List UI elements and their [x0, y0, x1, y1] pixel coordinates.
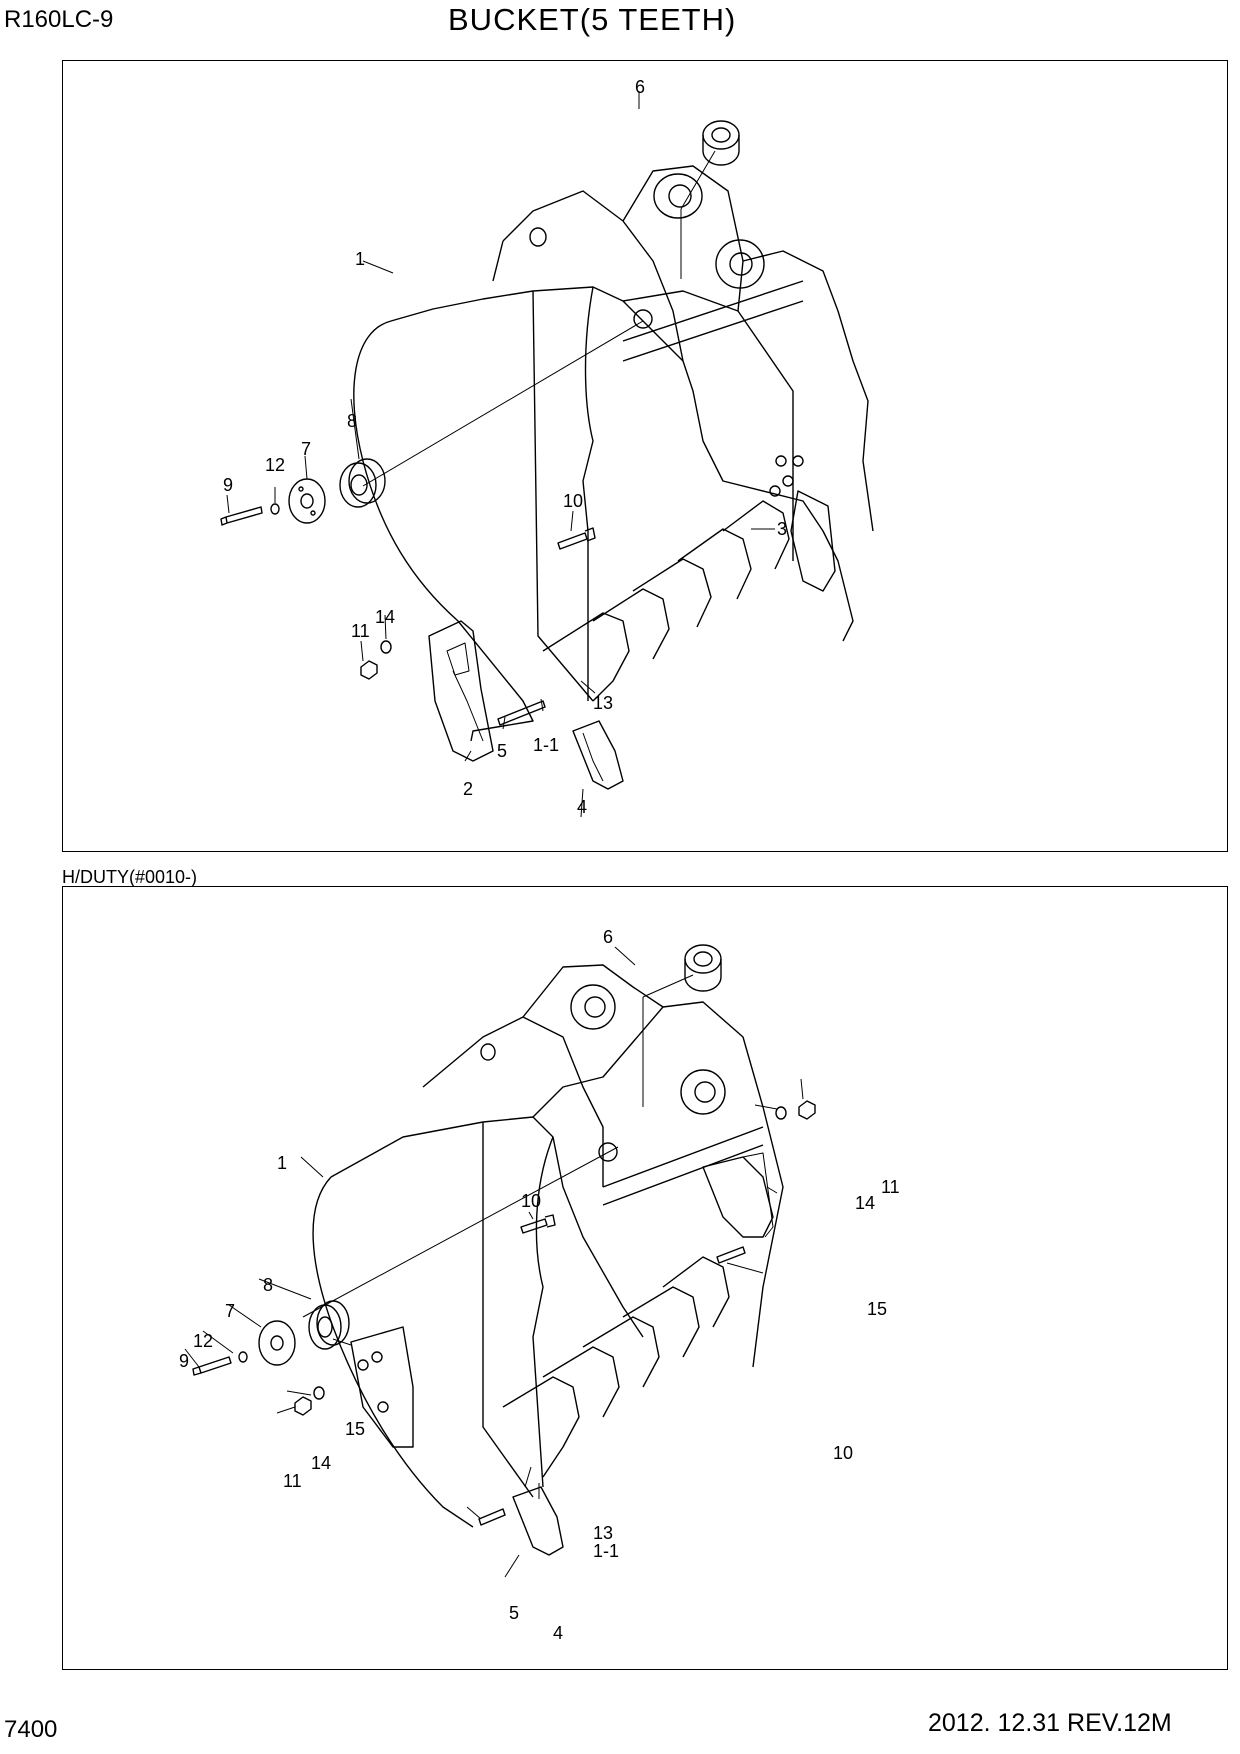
callout: 8 [347, 411, 357, 431]
callout: 7 [225, 1301, 235, 1321]
shim-stack [308, 1300, 350, 1350]
plate-washer [288, 478, 326, 524]
callout: 13 [593, 1523, 613, 1543]
revision-date: 2012. 12.31 REV.12M [928, 1709, 1172, 1737]
nut [360, 660, 378, 680]
plate-washer [258, 1320, 296, 1366]
callout: 14 [855, 1193, 875, 1213]
callout: 1-1 [593, 1541, 619, 1561]
bolt [192, 1356, 232, 1376]
nut [294, 1396, 312, 1416]
callout: 9 [179, 1351, 189, 1371]
bolt [220, 506, 263, 526]
callout: 11 [283, 1471, 302, 1491]
callout: 10 [521, 1191, 541, 1211]
callout: 11 [881, 1177, 900, 1197]
side-plate [790, 490, 836, 592]
callout: 4 [577, 797, 587, 817]
callout: 1-1 [533, 735, 559, 755]
spring-washer [270, 503, 280, 515]
washer [313, 1386, 325, 1400]
bucket-body [312, 1176, 474, 1528]
section-label: H/DUTY(#0010-) [62, 867, 198, 887]
callout: 12 [193, 1331, 213, 1351]
tooth-pin [478, 1508, 506, 1526]
spring-washer [238, 1351, 248, 1363]
diagram-panel-standard: 6 1 8 7 12 9 10 3 14 11 2 5 1-1 13 4 [62, 60, 1228, 852]
callout: 5 [509, 1603, 519, 1623]
model-number: R160LC-9 [4, 6, 114, 33]
callout: 15 [345, 1419, 365, 1439]
bushing [684, 944, 722, 992]
side-cutter-right [702, 1156, 774, 1238]
callout: 6 [603, 927, 613, 947]
tooth-point [512, 1486, 564, 1556]
bottom-callouts: 6 1 14 11 8 7 12 9 10 15 10 15 14 11 13 … [179, 927, 900, 1643]
callout: 11 [351, 621, 370, 641]
callout: 6 [635, 77, 645, 97]
bushing [702, 120, 740, 166]
callout: 1 [355, 249, 365, 269]
bolt-10 [716, 1246, 746, 1264]
bolt-10 [520, 1214, 556, 1234]
page-number: 7400 [4, 1716, 58, 1743]
callout: 10 [563, 491, 583, 511]
side-cutter-left [350, 1326, 414, 1448]
callout: 7 [301, 439, 311, 459]
callout: 8 [263, 1275, 273, 1295]
bucket-exploded-diagram-hd: 6 1 14 11 8 7 12 9 10 15 10 15 14 11 13 … [179, 927, 900, 1643]
page-title: BUCKET(5 TEETH) [448, 2, 737, 37]
callout: 14 [311, 1453, 331, 1473]
diagram-panel-heavy-duty: 6 1 14 11 8 7 12 9 10 15 10 15 14 11 13 … [62, 886, 1228, 1670]
callout: 10 [833, 1443, 853, 1463]
teeth-row [542, 500, 790, 702]
callout: 9 [223, 475, 233, 495]
tooth-pin [497, 700, 546, 726]
bolt-10 [557, 527, 596, 550]
washer [380, 640, 392, 654]
side-cutter [428, 620, 494, 762]
bucket-body [353, 320, 534, 742]
callout: 3 [777, 519, 787, 539]
callout: 4 [553, 1623, 563, 1643]
callout: 2 [463, 779, 473, 799]
nut [798, 1100, 816, 1120]
callout: 14 [375, 607, 395, 627]
bucket-exploded-diagram: 6 1 8 7 12 9 10 3 14 11 2 5 1-1 13 4 [220, 77, 874, 818]
top-callouts: 6 1 8 7 12 9 10 3 14 11 2 5 1-1 13 4 [223, 77, 787, 817]
washer [775, 1106, 787, 1120]
callout: 5 [497, 741, 507, 761]
callout: 15 [867, 1299, 887, 1319]
callout: 1 [277, 1153, 287, 1173]
shim-stack [339, 458, 386, 508]
teeth-row [502, 1256, 730, 1478]
callout: 12 [265, 455, 285, 475]
callout: 13 [593, 693, 613, 713]
tooth-point [572, 720, 624, 790]
